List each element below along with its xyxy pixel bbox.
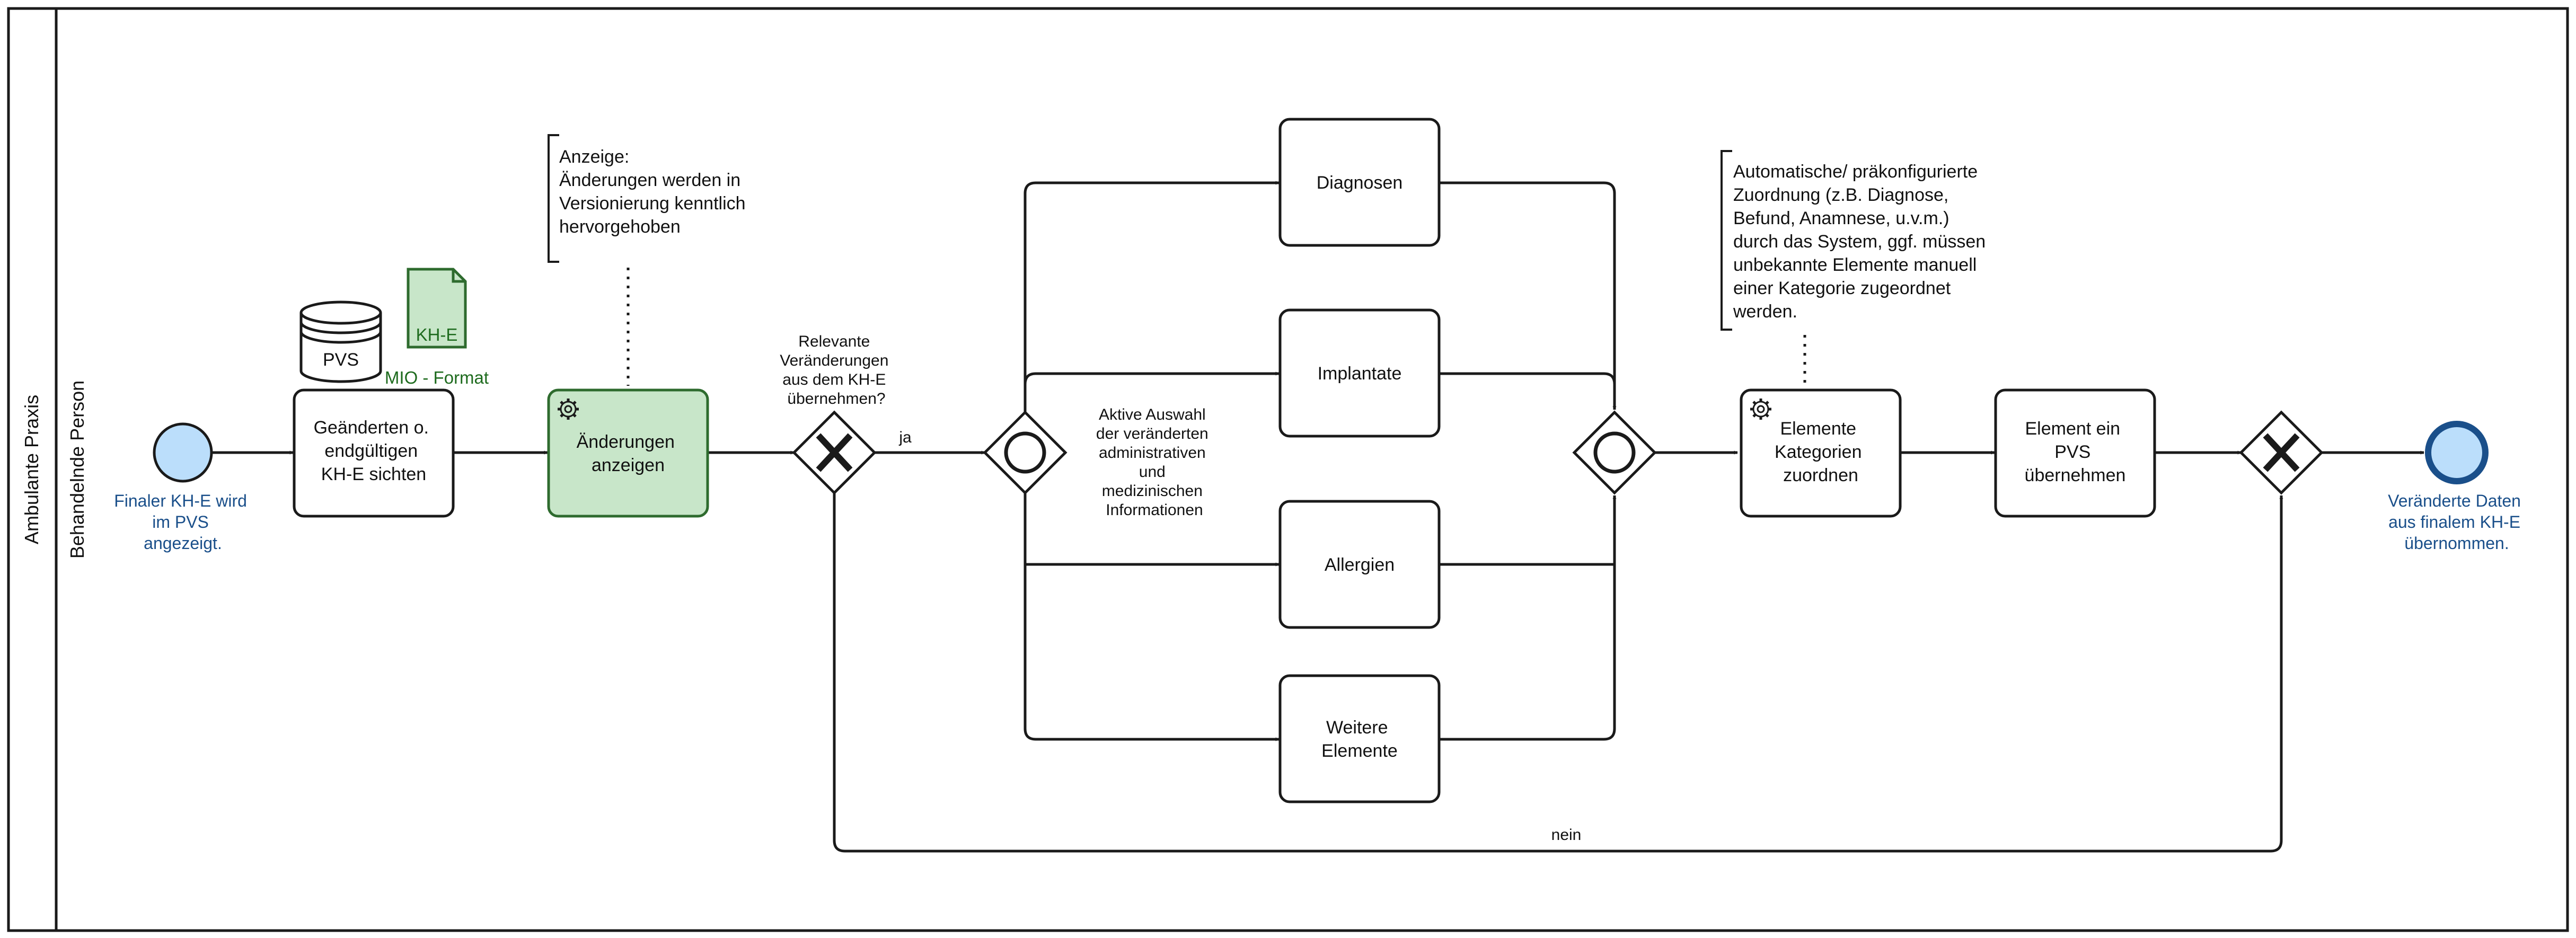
flow-to-diagnosen <box>1024 181 1280 412</box>
task-diagnosen[interactable]: Diagnosen <box>1278 118 1441 247</box>
task-uebernehmen-label: Element ein PVS übernehmen <box>2025 419 2126 485</box>
start-event[interactable] <box>153 422 213 483</box>
flow-label-nein: nein <box>1551 826 1582 844</box>
annotation-anzeige: Anzeige: Änderungen werden in Versionier… <box>548 134 751 386</box>
kh-e-data-object[interactable]: KH-E <box>407 268 467 349</box>
annotation-anzeige-text: Anzeige: Änderungen werden in Versionier… <box>559 147 751 237</box>
task-sichten[interactable]: Geänderten o. endgültigen KH-E sichten <box>293 388 455 518</box>
annotation-zuordnung-text: Automatische/ präkonfigurierte Zuordnung… <box>1733 162 1991 322</box>
gateway-inclusive-merge[interactable] <box>1572 410 1657 495</box>
task-weitere[interactable]: Weitere Elemente <box>1278 674 1441 803</box>
flow-nein <box>833 493 2283 853</box>
kh-e-label: KH-E <box>416 325 458 344</box>
lane-label: Behandelnde Person <box>66 380 88 559</box>
x-icon <box>816 433 853 472</box>
task-anzeigen[interactable]: Änderungen anzeigen <box>547 388 709 518</box>
task-uebernehmen[interactable]: Element ein PVS übernehmen <box>1994 388 2156 518</box>
flow-to-implantate <box>1024 371 1280 412</box>
task-anzeigen-label: Änderungen anzeigen <box>577 432 680 475</box>
task-diagnosen-label: Diagnosen <box>1317 173 1403 193</box>
gateway-exclusive-merge[interactable] <box>2239 410 2324 495</box>
task-implantate-label: Implantate <box>1318 364 1402 384</box>
task-allergien[interactable]: Allergien <box>1278 500 1441 629</box>
end-event[interactable] <box>2425 421 2489 484</box>
x-icon <box>2263 433 2300 472</box>
annotation-zuordnung: Automatische/ präkonfigurierte Zuordnung… <box>1721 150 1991 386</box>
task-zuordnen[interactable]: Elemente Kategorien zuordnen <box>1740 388 1902 518</box>
flow-label-ja: ja <box>898 429 912 446</box>
pvs-data-store[interactable]: PVS <box>299 300 382 383</box>
pool-label: Ambulante Praxis <box>21 395 42 544</box>
mio-format-label: MIO - Format <box>385 368 489 387</box>
circle-icon <box>1004 431 1046 474</box>
flow-from-implantate <box>1440 372 1616 410</box>
task-sichten-label: Geänderten o. endgültigen KH-E sichten <box>314 418 434 484</box>
task-weitere-label: Weitere Elemente <box>1321 718 1398 761</box>
sequence-flows <box>212 181 2424 853</box>
flow-from-diagnosen <box>1440 181 1617 410</box>
end-event-label: Veränderte Daten aus finalem KH-E überno… <box>2388 491 2526 553</box>
start-event-label: Finaler KH-E wird im PVS angezeigt. <box>114 491 252 553</box>
flow-to-weitere <box>1024 493 1280 741</box>
task-zuordnen-label: Elemente Kategorien zuordnen <box>1775 419 1867 485</box>
gateway-exclusive-relevant[interactable] <box>792 410 877 495</box>
pvs-label: PVS <box>323 350 359 370</box>
flow-from-weitere <box>1440 495 1616 741</box>
gateway-relevant-label: Relevante Veränderungen aus dem KH-E übe… <box>780 333 893 408</box>
circle-icon <box>1593 431 1636 474</box>
gateway-auswahl-label: Aktive Auswahl der veränderten administr… <box>1096 406 1213 519</box>
task-implantate[interactable]: Implantate <box>1278 308 1441 438</box>
gateway-inclusive-split[interactable] <box>983 410 1068 495</box>
task-allergien-label: Allergien <box>1325 555 1395 575</box>
